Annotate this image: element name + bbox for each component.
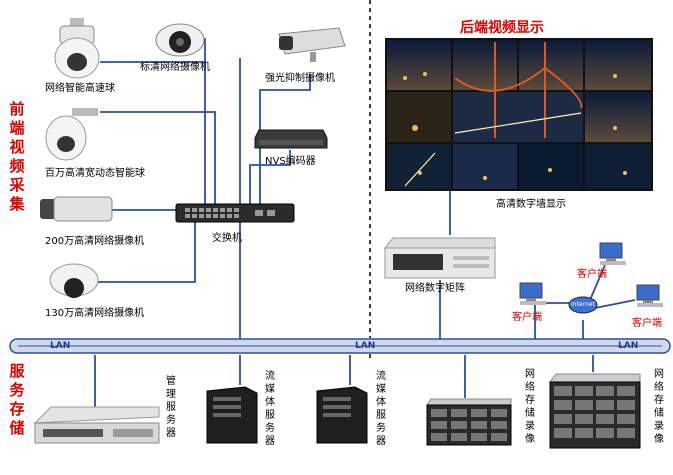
video-wall-label: 高清数字墙显示 xyxy=(496,199,566,210)
stream-server-icon xyxy=(316,386,368,444)
video-wall-icon xyxy=(385,38,653,191)
cam-200-label: 200万高清网络摄像机 xyxy=(45,236,145,247)
megapixel-dome-label: 百万高清宽动态智能球 xyxy=(45,168,145,179)
storage-label-1: 网络存储录像 xyxy=(525,369,535,445)
internet-cloud-icon xyxy=(568,296,598,314)
matrix-device-icon xyxy=(383,237,496,279)
client-computer-icon xyxy=(519,282,546,305)
storage-array-icon xyxy=(426,398,512,446)
switch-label: 交换机 xyxy=(212,233,242,244)
ptz-dome-label: 网络智能高速球 xyxy=(45,83,115,94)
service-storage-title: 服务 存储 xyxy=(9,362,25,437)
client-computer-icon xyxy=(599,242,626,265)
storage-array-icon xyxy=(549,373,641,449)
management-server-icon xyxy=(33,406,160,444)
internet-label: Internet xyxy=(571,301,595,308)
client-label-3: 客户端 xyxy=(632,318,662,329)
lan-label-center: LAN xyxy=(355,341,376,351)
stream-server-icon xyxy=(206,386,258,444)
nvs-label: NVS编码器 xyxy=(265,156,316,167)
client-label-2: 客户端 xyxy=(577,269,607,280)
nvs-encoder-icon xyxy=(254,129,328,149)
strong-light-label: 强光抑制摄像机 xyxy=(265,73,335,84)
megapixel-dome-camera-icon xyxy=(45,108,98,161)
mgmt-server-label: 管理服务器 xyxy=(166,376,176,439)
strong-light-camera-icon xyxy=(278,27,346,62)
cam-130-icon xyxy=(49,263,99,298)
stream-server-label-2: 流媒体服务器 xyxy=(376,371,386,447)
network-switch-icon xyxy=(175,203,295,223)
matrix-label: 网络数字矩阵 xyxy=(405,283,465,294)
client-computer-icon xyxy=(636,284,663,307)
client-label-1: 客户端 xyxy=(512,312,542,323)
back-display-title: 后端视频显示 xyxy=(460,20,544,36)
front-video-title: 前端视 频采集 xyxy=(9,100,25,213)
lan-label-right: LAN xyxy=(618,341,639,351)
hd-dome-camera-icon xyxy=(155,23,205,57)
cam-130-label: 130万高清网络摄像机 xyxy=(45,308,145,319)
lan-label-left: LAN xyxy=(50,341,71,351)
cam-200-icon xyxy=(40,196,113,222)
ptz-dome-camera-icon xyxy=(54,18,100,79)
hd-camera-label: 标清网络摄像机 xyxy=(140,62,210,73)
stream-server-label-1: 流媒体服务器 xyxy=(265,371,275,447)
storage-label-2: 网络存储录像 xyxy=(654,369,664,445)
